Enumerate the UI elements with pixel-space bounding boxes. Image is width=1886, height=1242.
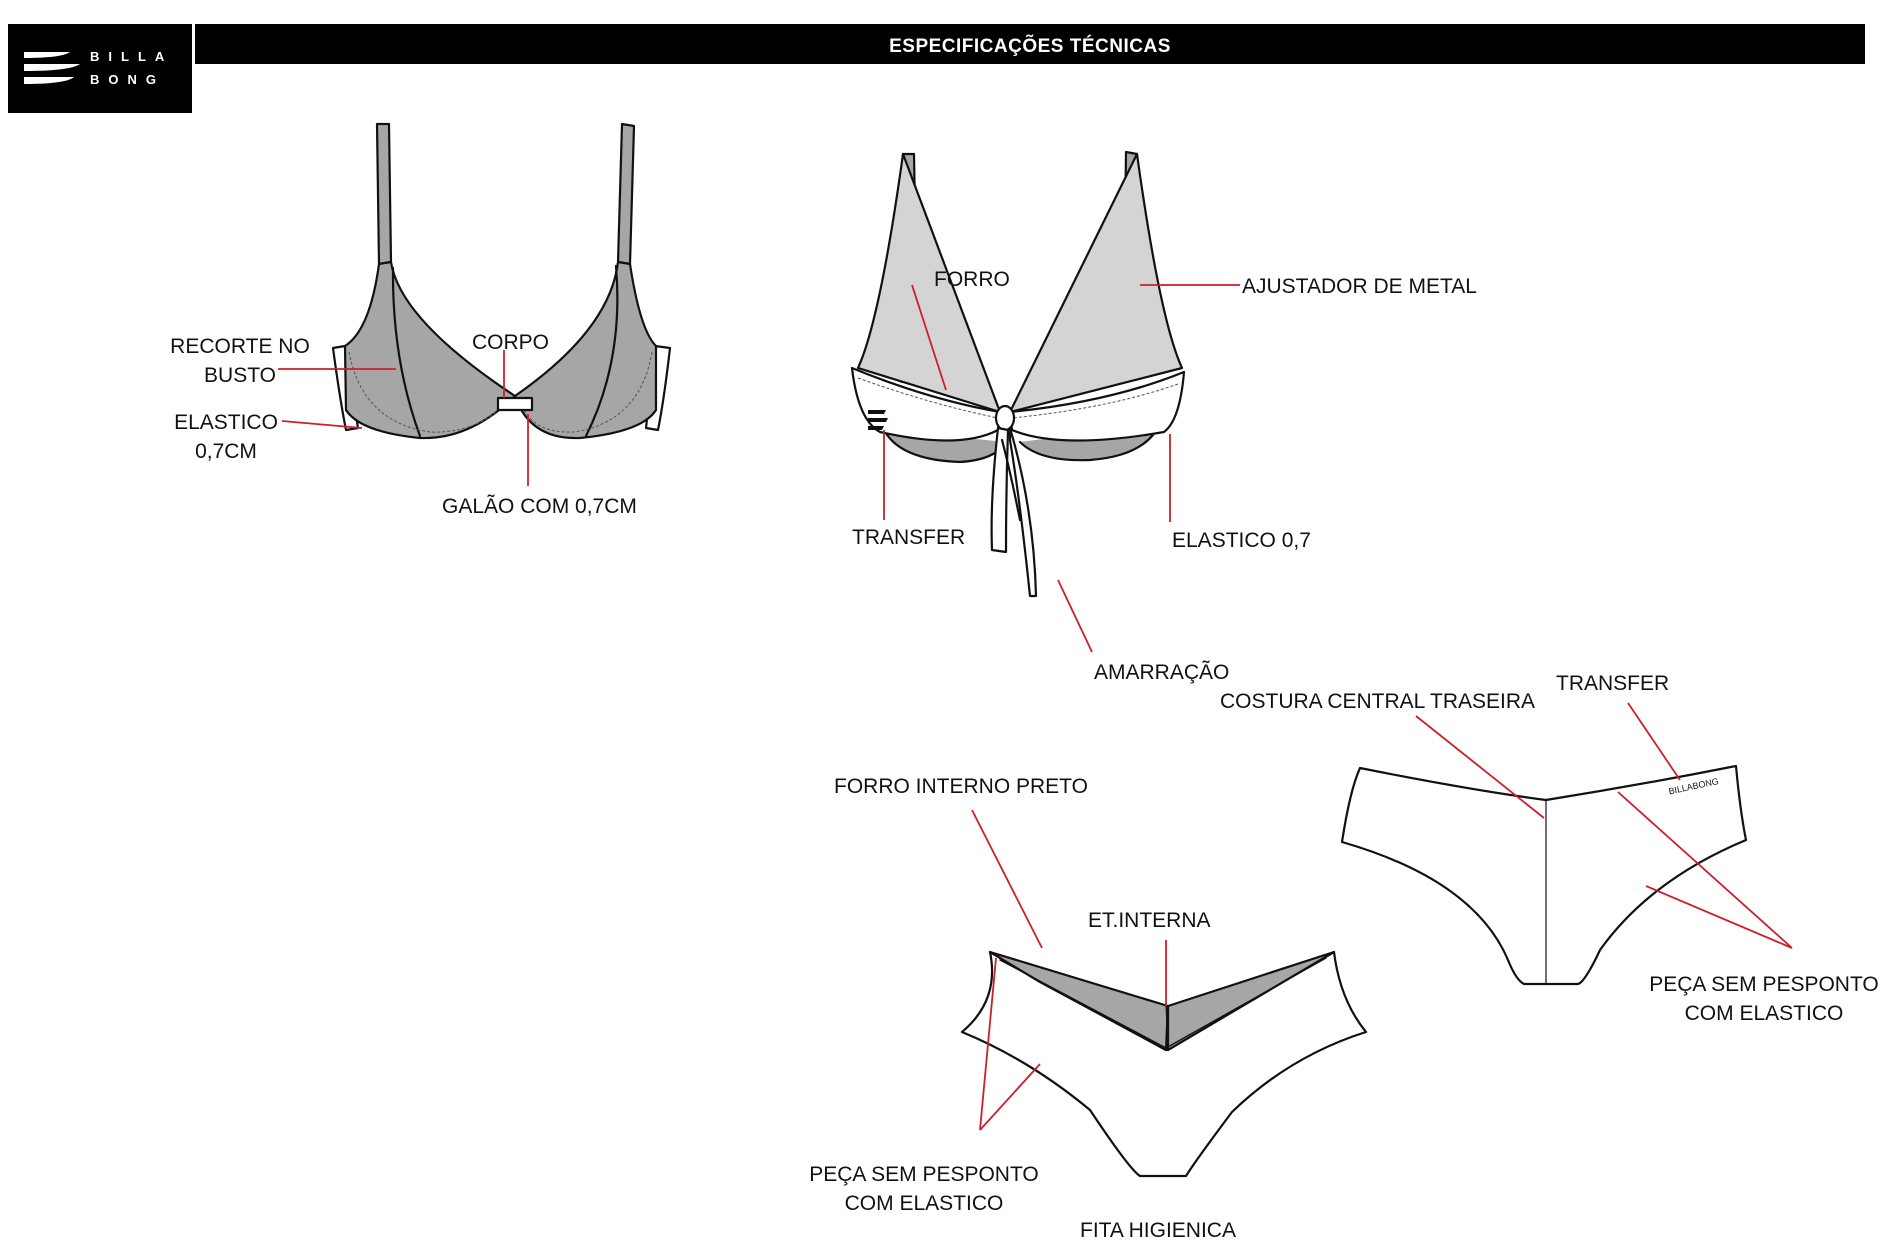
label-amarracao: AMARRAÇÃO — [1094, 661, 1230, 684]
label-peca-front: PEÇA SEM PESPONTO COM ELASTICO — [800, 1160, 1048, 1218]
bikini-bottom-front — [960, 950, 1368, 1178]
label-recorte-line1: RECORTE NO — [170, 335, 310, 358]
label-costura-central-traseira: COSTURA CENTRAL TRASEIRA — [1220, 690, 1536, 713]
label-peca-front-line1: PEÇA SEM PESPONTO — [809, 1163, 1039, 1186]
label-peca-back: PEÇA SEM PESPONTO COM ELASTICO — [1640, 970, 1886, 1028]
logo-text-line1: BILLA — [90, 49, 174, 64]
bikini-bottom-back — [1340, 764, 1748, 986]
bikini-top-tie-front — [850, 150, 1186, 598]
label-ajustador-de-metal: AJUSTADOR DE METAL — [1242, 275, 1477, 298]
billabong-wave-icon — [24, 52, 80, 84]
header-bar: ESPECIFICAÇÕES TÉCNICAS — [195, 24, 1865, 64]
label-elastico-line2: 0,7CM — [195, 440, 257, 463]
label-et-interna: ET.INTERNA — [1088, 909, 1211, 932]
page-title: ESPECIFICAÇÕES TÉCNICAS — [889, 36, 1171, 57]
label-peca-back-line2: COM ELASTICO — [1684, 1002, 1844, 1025]
label-fita-higienica: FITA HIGIENICA — [1080, 1219, 1236, 1242]
label-elastico-07: ELASTICO 0,7 — [1172, 529, 1311, 552]
transfer-logo-icon — [868, 410, 888, 430]
bikini-top-front — [331, 122, 672, 440]
label-transfer-top: TRANSFER — [852, 526, 966, 549]
brand-logo: BILLA BONG — [8, 24, 192, 113]
label-forro: FORRO — [934, 268, 1010, 291]
label-recorte-line2: BUSTO — [204, 364, 276, 387]
label-forro-interno-preto: FORRO INTERNO PRETO — [834, 775, 1088, 798]
label-transfer-back: TRANSFER — [1556, 672, 1670, 695]
leader-lines — [278, 284, 1793, 1131]
label-elastico-line1: ELASTICO — [174, 411, 278, 434]
label-recorte-no-busto: RECORTE NO BUSTO — [168, 332, 312, 390]
label-corpo: CORPO — [472, 331, 550, 354]
logo-text-line2: BONG — [90, 72, 165, 87]
label-galao: GALÃO COM 0,7CM — [442, 495, 637, 518]
label-peca-back-line1: PEÇA SEM PESPONTO — [1649, 973, 1879, 996]
label-elastico-07cm: ELASTICO 0,7CM — [172, 408, 280, 466]
label-peca-front-line2: COM ELASTICO — [844, 1192, 1004, 1215]
